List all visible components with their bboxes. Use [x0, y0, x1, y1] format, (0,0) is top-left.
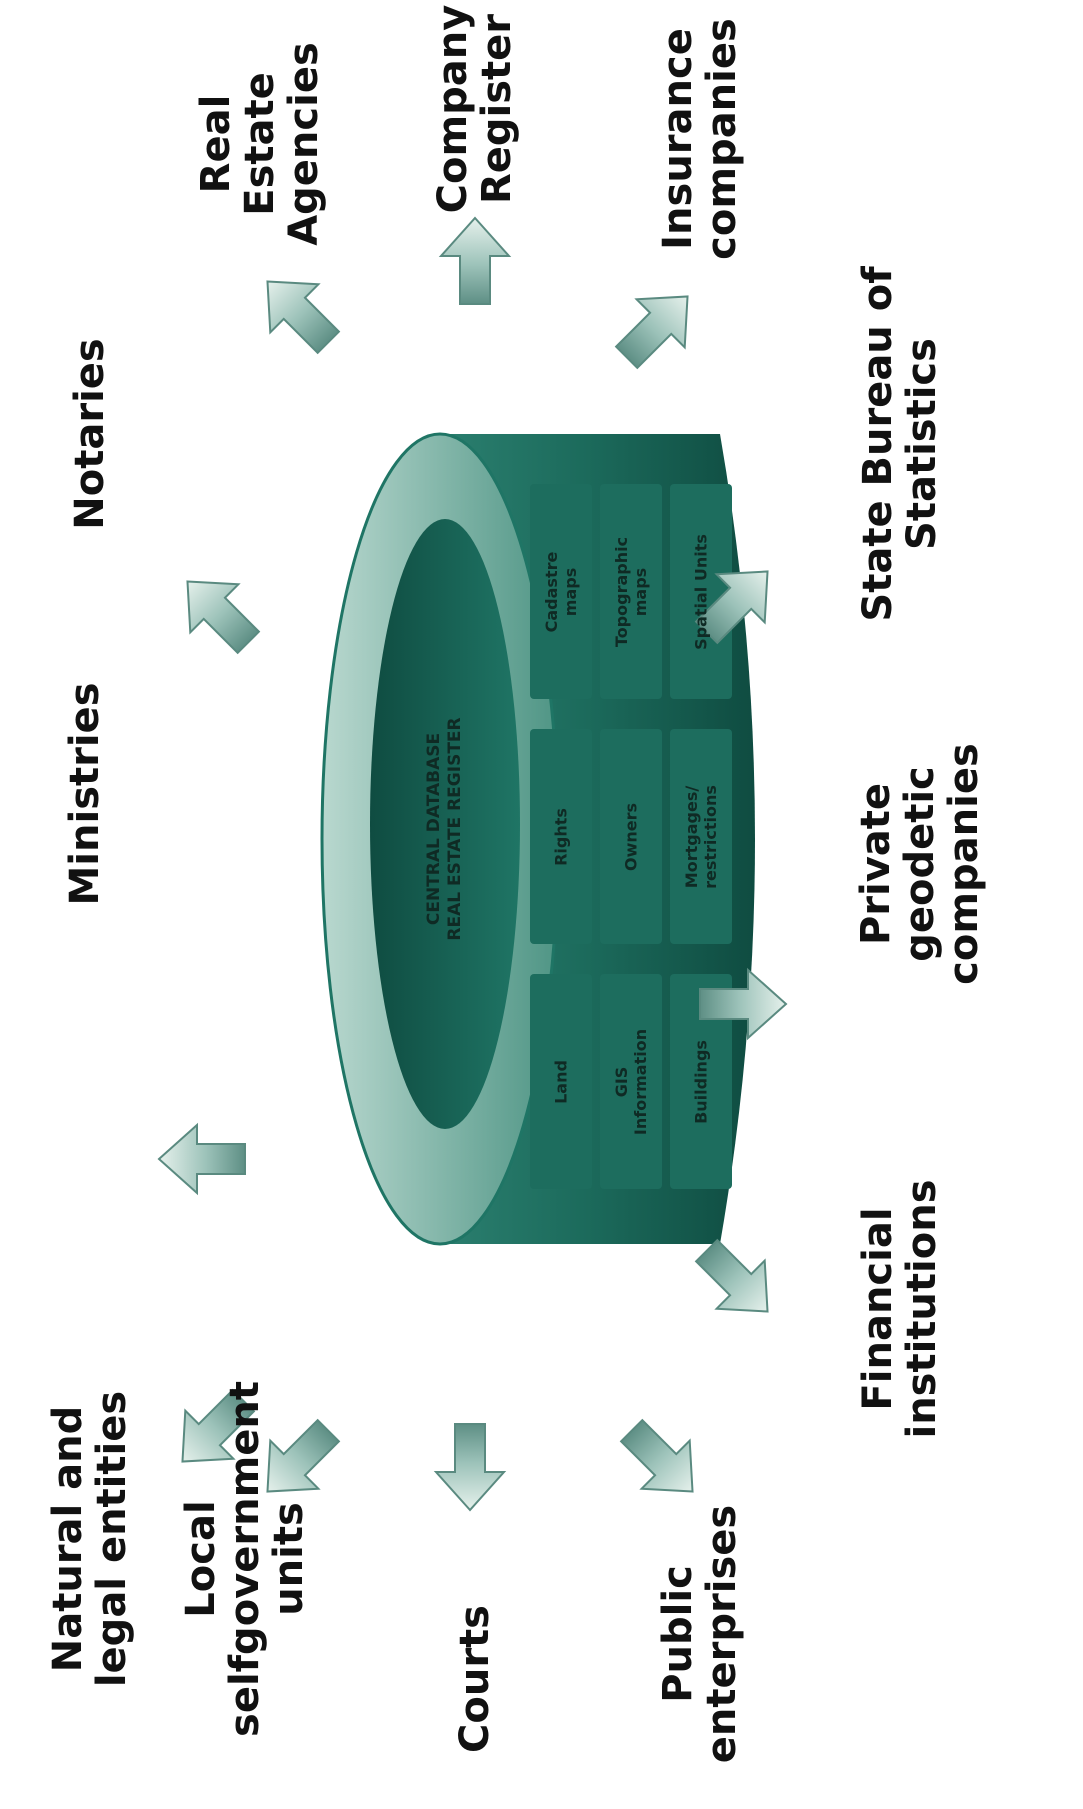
entity-financial-institutions: Financial institutions: [855, 1179, 945, 1439]
entity-ministries: Ministries: [62, 682, 108, 906]
cell-spatial-units: [670, 484, 732, 699]
entity-state-bureau-statistics: State Bureau of Statistics: [855, 266, 945, 622]
entity-insurance-companies: Insurance companies: [655, 18, 745, 260]
arrow-to-local-selfgovernment-units: [266, 1418, 341, 1493]
entity-private-geodetic-companies: Private geodetic companies: [853, 743, 987, 985]
entity-natural-legal-entities: Natural and legal entities: [45, 1390, 135, 1688]
arrow-group: [157, 216, 788, 1512]
entity-courts: Courts: [452, 1605, 498, 1753]
entity-notaries: Notaries: [67, 338, 113, 530]
cell-topographic-maps: [600, 484, 662, 699]
arrow-to-state-bureau-statistics: [694, 570, 769, 645]
cell-rights: [530, 729, 592, 944]
arrow-to-financial-institutions: [694, 1238, 769, 1313]
entity-company-register: Company Register: [430, 4, 520, 214]
cell-label-gis-information: GIS Information: [612, 1028, 650, 1136]
cell-land: [530, 974, 592, 1189]
cell-mortgages-restrictions: [670, 729, 732, 944]
cell-buildings: [670, 974, 732, 1189]
arrow-to-real-estate-agencies: [266, 280, 341, 355]
entity-public-enterprises: Public enterprises: [655, 1504, 745, 1764]
arrow-to-natural-legal-entities: [181, 1388, 256, 1463]
cell-label-topographic-maps: Topographic maps: [612, 536, 650, 648]
register-cell-grid: [530, 484, 732, 1189]
cell-label-cadastre-maps: Cadastre maps: [542, 551, 580, 633]
arrow-to-company-register: [438, 216, 512, 305]
arrow-to-ministries: [157, 1122, 246, 1196]
cell-label-rights: Rights: [551, 808, 571, 866]
arrow-to-notaries: [186, 580, 261, 655]
cell-label-land: Land: [551, 1060, 571, 1104]
arrow-to-insurance-companies: [614, 295, 689, 370]
database-title: CENTRAL DATABASE REAL ESTATE REGISTER: [424, 717, 465, 941]
entity-real-estate-agencies: Real Estate Agencies: [193, 42, 327, 246]
cell-cadastre-maps: [530, 484, 592, 699]
cell-label-mortgages-restrictions: Mortgages/ restrictions: [682, 785, 720, 889]
arrow-to-private-geodetic-companies: [699, 967, 788, 1041]
cylinder-hole: [370, 519, 520, 1129]
cell-label-owners: Owners: [621, 802, 641, 872]
cell-label-buildings: Buildings: [691, 1040, 711, 1124]
entity-local-selfgovernment-units: Local selfgovernment units: [178, 1381, 312, 1737]
arrow-to-public-enterprises: [619, 1418, 694, 1493]
cell-owners: [600, 729, 662, 944]
arrow-to-courts: [433, 1423, 507, 1512]
cell-label-spatial-units: Spatial Units: [691, 534, 711, 650]
cell-gis-information: [600, 974, 662, 1189]
database-cylinder: [320, 432, 755, 1246]
